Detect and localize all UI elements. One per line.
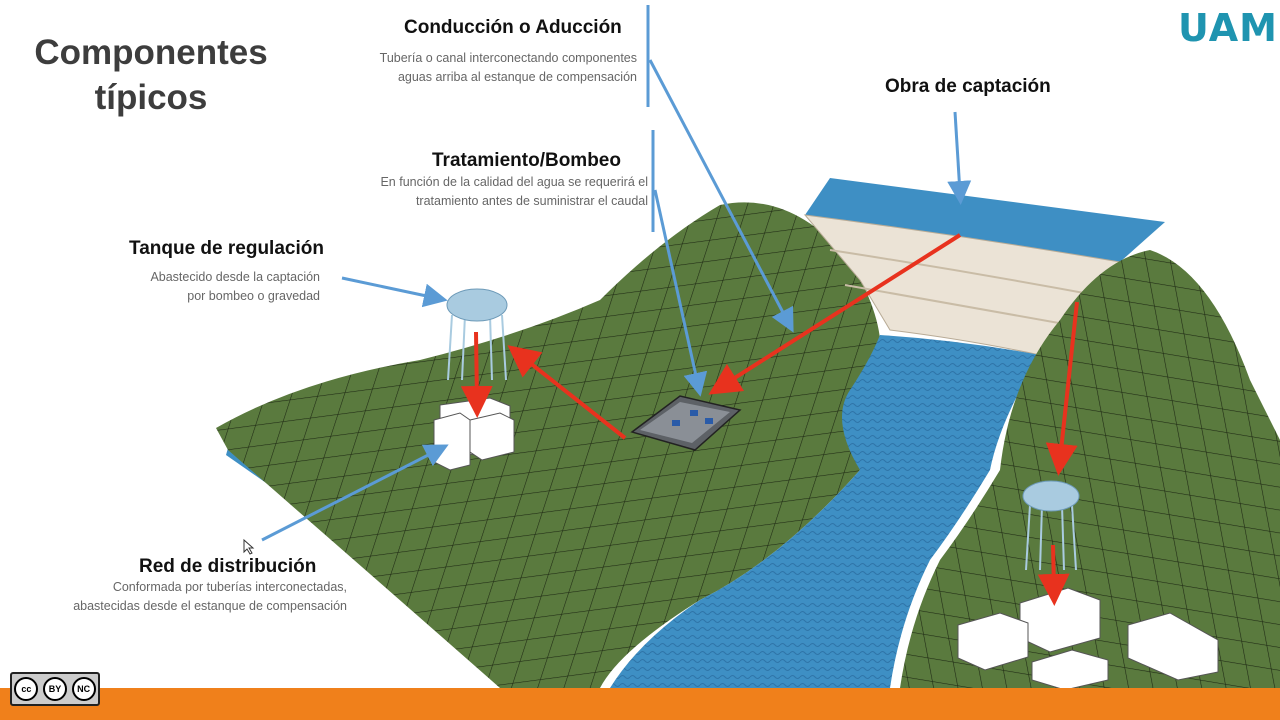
nc-icon: NC — [71, 677, 96, 701]
left-terrain — [216, 202, 881, 688]
label-tratamiento-title: Tratamiento/Bombeo — [432, 150, 621, 171]
label-red-line2: abastecidas desde el estanque de compens… — [73, 599, 347, 613]
label-red-desc: Conformada por tuberías interconectadas,… — [73, 578, 347, 616]
mouse-cursor-icon — [243, 538, 255, 555]
label-red-line1: Conformada por tuberías interconectadas, — [112, 580, 347, 594]
page-title: Componentes típicos — [26, 30, 276, 120]
uam-logo: UAM — [1178, 6, 1278, 50]
label-conduccion-title: Conducción o Aducción — [404, 17, 622, 38]
label-tanque-line2: por bombeo o gravedad — [187, 289, 320, 303]
footer-bar — [0, 688, 1280, 720]
label-conduccion-line2: aguas arriba al estanque de compensación — [397, 70, 637, 84]
right-terrain — [900, 250, 1280, 688]
blue-pointers — [261, 5, 972, 542]
label-tratamiento-line2: tratamiento antes de suministrar el caud… — [415, 194, 648, 208]
buildings-left — [433, 397, 515, 471]
license-badge: cc BY NC — [10, 672, 100, 706]
buildings-right — [957, 587, 1219, 691]
label-obra-title: Obra de captación — [885, 76, 1051, 97]
title-line-1: Componentes — [34, 33, 268, 72]
label-tanque-line1: Abastecido desde la captación — [150, 270, 320, 284]
water-tower-right — [1022, 480, 1080, 571]
flow-arrows — [460, 233, 1079, 606]
label-conduccion-line1: Tubería o canal interconectando componen… — [379, 51, 637, 65]
label-tanque-desc: Abastecido desde la captación por bombeo… — [150, 268, 320, 306]
treatment-plant — [630, 395, 742, 451]
water-tower-left — [446, 288, 508, 381]
river — [610, 335, 1040, 688]
by-icon: BY — [42, 677, 67, 701]
label-conduccion-desc: Tubería o canal interconectando componen… — [380, 49, 637, 87]
label-red-title: Red de distribución — [139, 556, 317, 577]
reservoir — [805, 178, 1165, 262]
cc-icon: cc — [14, 677, 39, 701]
label-tratamiento-desc: En función de la calidad del agua se req… — [380, 173, 648, 211]
label-tanque-title: Tanque de regulación — [129, 238, 324, 259]
label-tratamiento-line1: En función de la calidad del agua se req… — [380, 175, 648, 189]
title-line-2: típicos — [94, 78, 208, 117]
